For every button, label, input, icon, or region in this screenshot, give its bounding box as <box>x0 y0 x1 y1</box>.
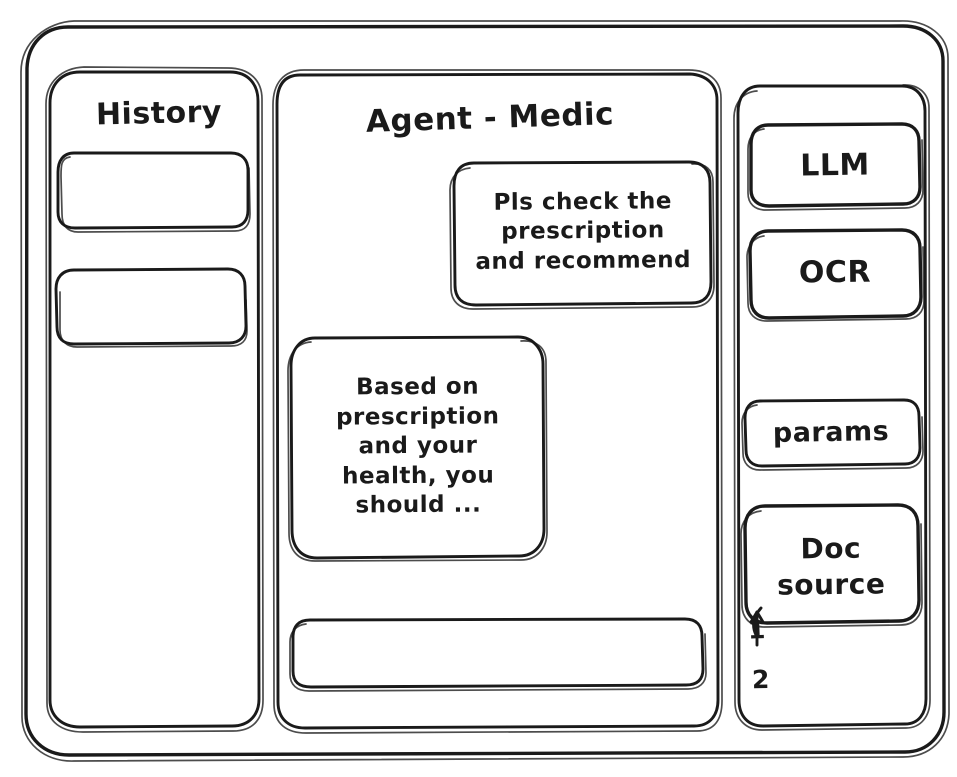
tool-button-llm-label: LLM <box>799 147 871 184</box>
doc-source-label: Doc source <box>776 531 886 602</box>
doc-source-item-2[interactable]: 2 <box>751 664 771 695</box>
main-title: Agent - Medic <box>365 96 615 141</box>
tool-button-params-label: params <box>772 415 890 449</box>
message-bubble-assistant: Based on prescription and your health, y… <box>335 373 500 519</box>
sidebar-panel <box>46 67 264 733</box>
message-input[interactable] <box>290 618 706 691</box>
message-bubble-user: Pls check the prescription and recommend <box>475 188 692 275</box>
doc-source-item-1[interactable]: 1 <box>747 614 767 645</box>
tool-button-ocr-label: OCR <box>798 254 872 291</box>
